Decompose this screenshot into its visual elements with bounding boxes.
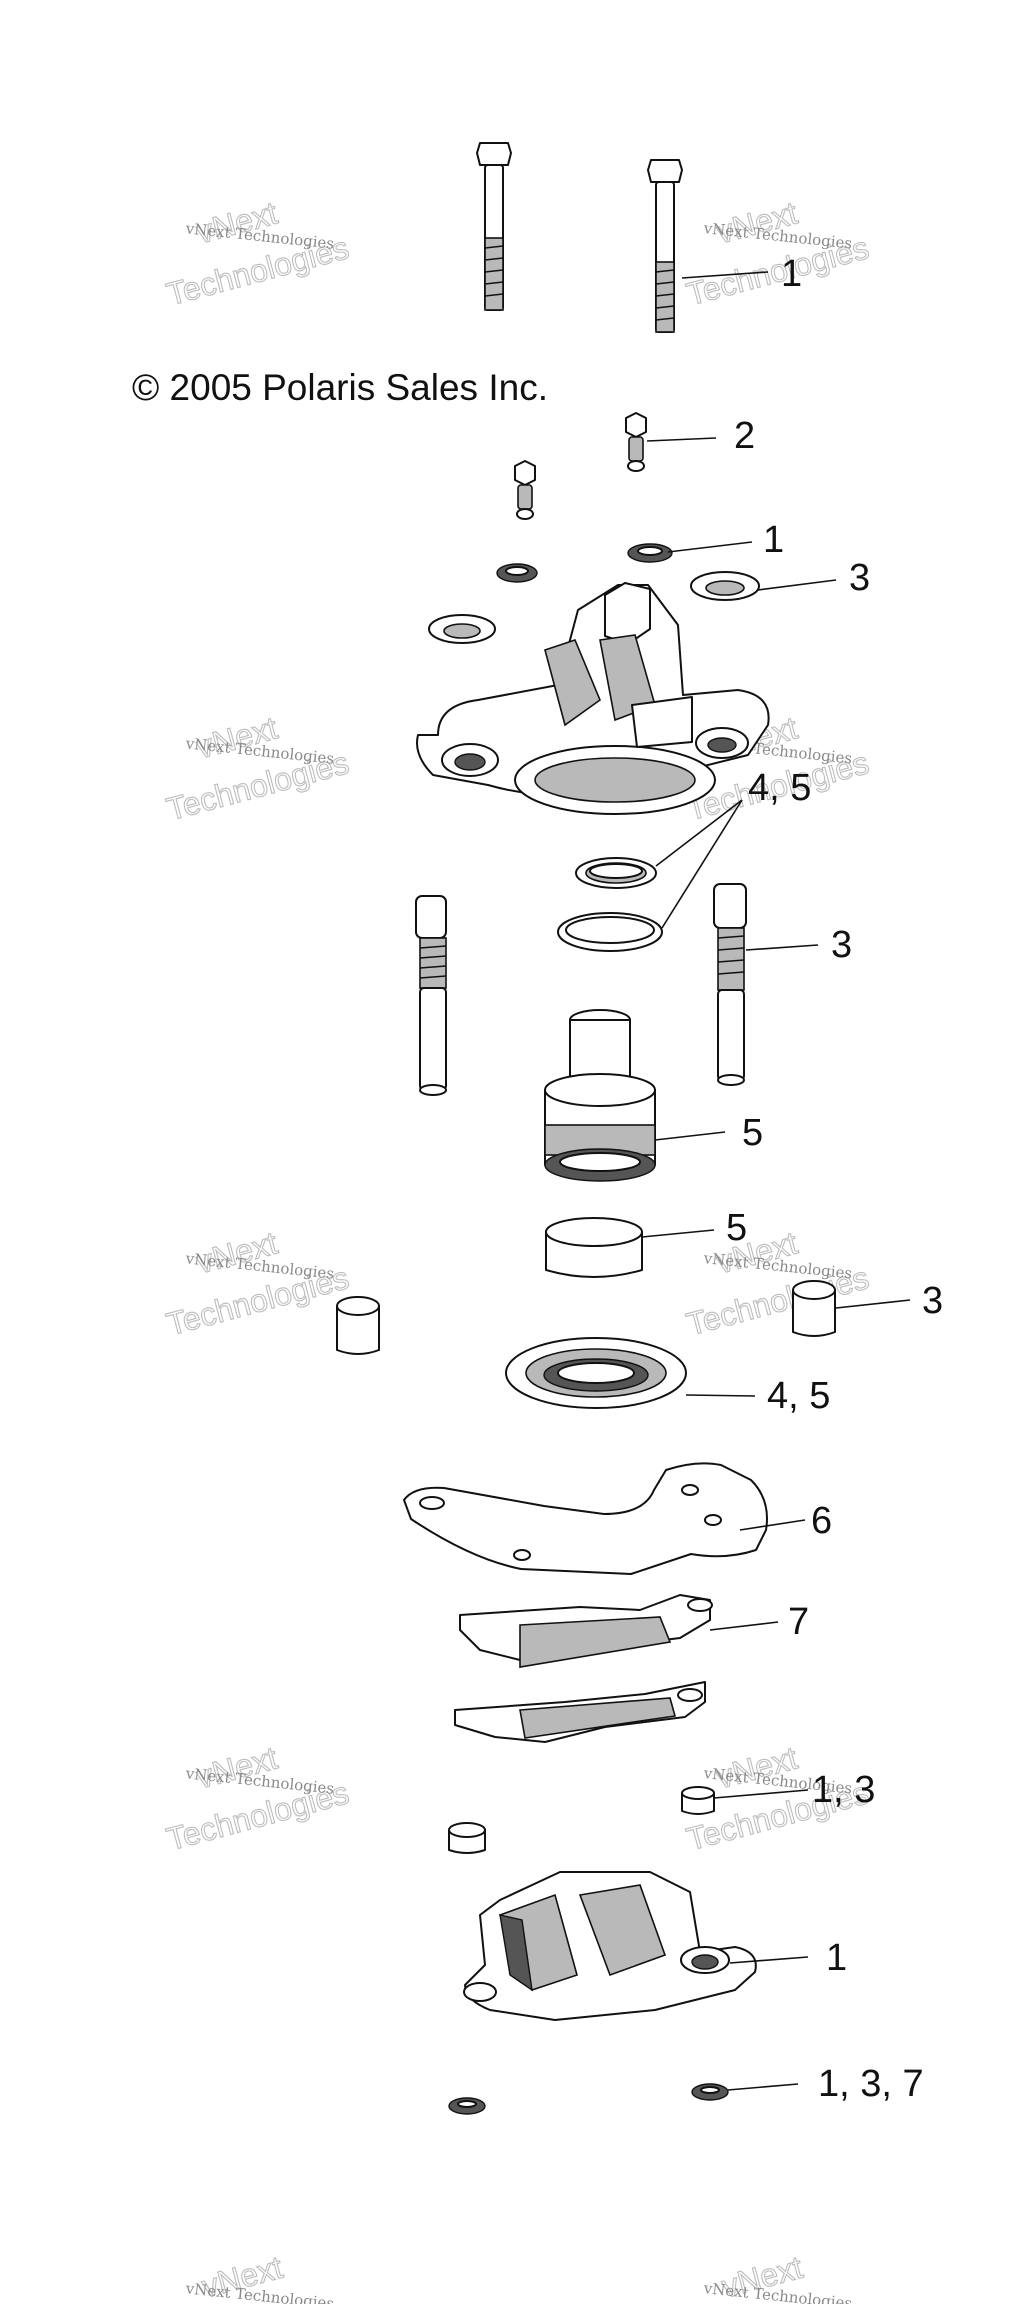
leader-line-10 <box>685 1394 756 1397</box>
leader-line-8 <box>641 1229 715 1238</box>
leader-line-11 <box>739 1519 806 1531</box>
bleeder-cap-left <box>496 563 538 583</box>
callout-label-5: 4, 5 <box>748 767 811 809</box>
piston-spacer <box>545 1217 643 1278</box>
pad-pin-right <box>681 1786 715 1815</box>
leader-line-13 <box>713 1789 809 1799</box>
brake-pad-lower <box>454 1681 706 1743</box>
callout-label-2: 2 <box>734 415 755 457</box>
piston-seal-small <box>575 857 657 889</box>
mounting-bracket <box>403 1462 768 1575</box>
piston-seal-large <box>557 912 663 952</box>
bottom-nut-right <box>691 2083 729 2101</box>
leader-line-14 <box>729 1956 809 1964</box>
callout-label-12: 7 <box>788 1601 809 1643</box>
caliper-piston <box>544 1009 656 1182</box>
callout-label-7: 5 <box>742 1112 763 1154</box>
callout-label-11: 6 <box>811 1500 832 1542</box>
top-bolt-right <box>647 159 683 333</box>
callout-label-15: 1, 3, 7 <box>818 2063 924 2105</box>
washer-right <box>690 571 760 601</box>
callout-label-14: 1 <box>826 1937 847 1979</box>
bushing-left <box>336 1296 380 1355</box>
caliper-housing-upper <box>416 582 770 815</box>
callout-label-1: 1 <box>781 253 802 295</box>
leader-line-5a <box>655 799 743 867</box>
slide-bolt-left <box>415 895 447 1096</box>
copyright-notice: © 2005 Polaris Sales Inc. <box>132 367 548 408</box>
brake-pad-upper <box>459 1594 713 1668</box>
bleeder-valve-right <box>625 412 647 472</box>
callout-label-6: 3 <box>831 924 852 966</box>
top-bolt-left <box>476 142 512 311</box>
callout-label-9: 3 <box>922 1280 943 1322</box>
leader-line-6 <box>745 944 819 951</box>
callout-label-13: 1, 3 <box>812 1769 875 1811</box>
bushing-right <box>792 1280 836 1337</box>
callout-label-10: 4, 5 <box>767 1375 830 1417</box>
bottom-nut-left <box>448 2097 486 2115</box>
caliper-housing-lower <box>463 1871 757 2021</box>
leader-line-15 <box>727 2083 799 2091</box>
leader-line-2 <box>646 437 717 442</box>
leader-line-4 <box>757 579 837 591</box>
bleeder-cap-right <box>627 543 673 563</box>
leader-line-1 <box>681 271 769 279</box>
callout-label-3: 1 <box>763 519 784 561</box>
dust-boot <box>505 1337 687 1409</box>
leader-line-12 <box>709 1621 779 1631</box>
bleeder-valve-left <box>514 460 536 520</box>
leader-line-7 <box>654 1131 726 1141</box>
leader-line-5b <box>661 799 743 929</box>
washer-left <box>428 614 496 644</box>
leader-line-9 <box>835 1299 911 1309</box>
callout-label-4: 3 <box>849 557 870 599</box>
callout-label-8: 5 <box>726 1207 747 1249</box>
slide-bolt-right <box>713 883 747 1086</box>
leader-line-3 <box>667 541 753 553</box>
pad-pin-left <box>448 1822 486 1854</box>
